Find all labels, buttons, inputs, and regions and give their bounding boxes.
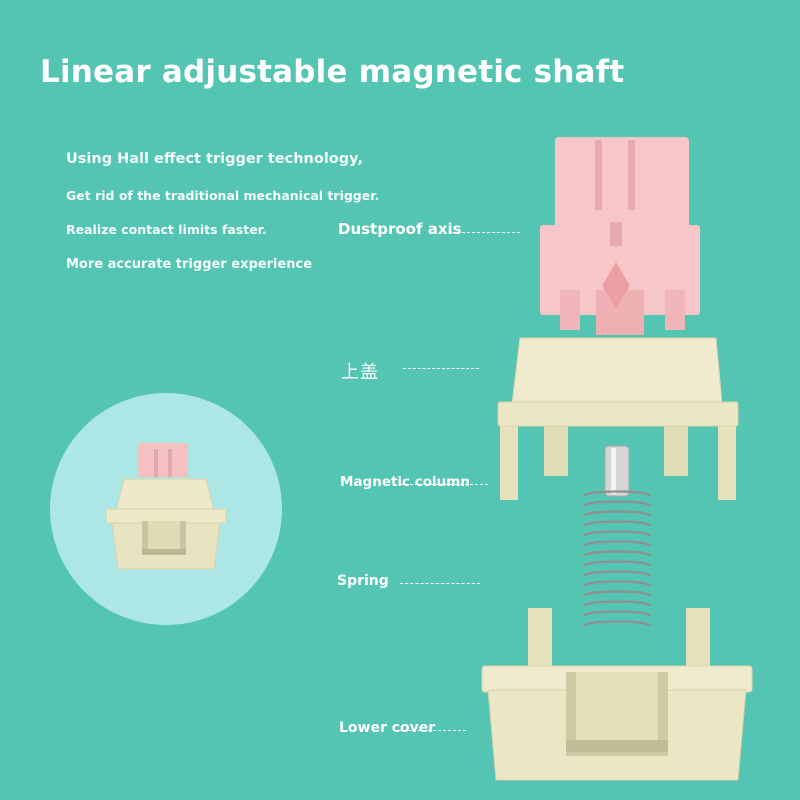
leader-line-dustproof-axis bbox=[452, 232, 520, 233]
description-line-4: More accurate trigger experience bbox=[66, 257, 313, 272]
leader-line-magnetic-column bbox=[400, 484, 488, 485]
leader-line-lower-cover bbox=[398, 730, 466, 731]
leader-line-spring bbox=[400, 583, 480, 584]
assembled-switch-thumbnail bbox=[50, 393, 282, 625]
label-spring: Spring bbox=[337, 573, 389, 589]
description-line-1: Using Hall effect trigger technology, bbox=[66, 151, 363, 167]
page-title: Linear adjustable magnetic shaft bbox=[40, 54, 625, 90]
lower-cover-part bbox=[481, 608, 753, 781]
upper-cover-part bbox=[497, 337, 739, 500]
label-dustproof-axis: Dustproof axis bbox=[338, 220, 462, 238]
label-magnetic-column: Magnetic column bbox=[340, 474, 470, 490]
leader-line-upper-cover bbox=[403, 368, 479, 369]
label-upper-cover: 上盖 bbox=[341, 362, 379, 383]
dustproof-axis-part bbox=[540, 137, 700, 335]
description-line-3: Realize contact limits faster. bbox=[66, 222, 267, 237]
assembled-switch-illustration bbox=[105, 443, 227, 570]
magnetic-column-part bbox=[604, 445, 630, 497]
description-line-2: Get rid of the traditional mechanical tr… bbox=[66, 188, 380, 203]
label-lower-cover: Lower cover bbox=[339, 720, 436, 736]
spring-part bbox=[582, 490, 652, 628]
